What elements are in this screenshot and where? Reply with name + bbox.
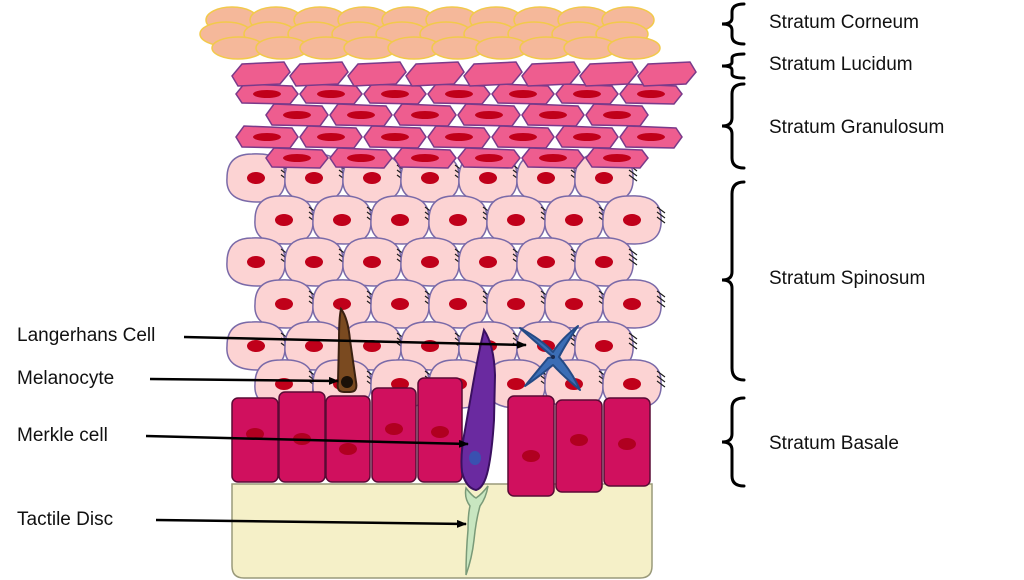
spinous-cell	[226, 321, 290, 371]
corneum-scale	[607, 36, 661, 60]
spinous-cell	[254, 195, 318, 245]
spinous-cell	[458, 237, 522, 287]
label-stratum-lucidum: Stratum Lucidum	[769, 54, 913, 75]
granular-cell	[393, 147, 457, 169]
lucidum-cell	[521, 61, 581, 87]
basal-cell	[507, 395, 555, 497]
basal-cell	[417, 377, 463, 483]
spinous-cell	[486, 279, 550, 329]
spinous-cell	[400, 237, 464, 287]
granular-cell	[457, 103, 521, 127]
granular-cell	[329, 103, 393, 127]
spinous-cell	[486, 195, 550, 245]
lucidum-cell	[579, 61, 639, 87]
granular-cell	[457, 147, 521, 169]
basal-cell	[278, 391, 326, 483]
granular-cell	[265, 103, 329, 127]
spinous-cell	[602, 279, 666, 329]
basal-cell	[555, 399, 603, 493]
melanocyte-shape	[336, 306, 358, 393]
granular-cell	[585, 147, 649, 169]
granular-cell	[555, 125, 619, 149]
merkle-cell-shape	[460, 327, 497, 492]
label-stratum-corneum: Stratum Corneum	[769, 12, 919, 33]
granular-cell	[521, 147, 585, 169]
label-stratum-granulosum: Stratum Granulosum	[769, 117, 945, 138]
granular-cell	[299, 83, 363, 105]
granular-cell	[427, 125, 491, 149]
granular-cell	[619, 83, 683, 105]
arrow-merkle	[145, 434, 469, 448]
spinous-cell	[254, 279, 318, 329]
spinous-cell	[226, 237, 290, 287]
spinosum-cells	[226, 153, 666, 409]
lucidum-cell	[289, 61, 349, 87]
granular-cell	[521, 103, 585, 127]
granular-cell	[585, 103, 649, 127]
basal-cell	[371, 387, 417, 483]
spinous-cell	[342, 237, 406, 287]
basal-cell	[325, 395, 371, 483]
lucidum-cell	[231, 61, 291, 87]
pointer-arrows	[145, 335, 527, 528]
granular-cell	[299, 125, 363, 149]
bracket-spinosum	[721, 180, 746, 382]
spinous-cell	[602, 359, 666, 409]
granulosum-cells	[231, 61, 697, 169]
spinous-cell	[370, 195, 434, 245]
granular-cell	[235, 125, 299, 149]
corneum-cells	[199, 6, 661, 60]
granular-cell	[491, 125, 555, 149]
spinous-cell	[370, 279, 434, 329]
spinous-cell	[544, 279, 608, 329]
granular-cell	[555, 83, 619, 105]
spinous-cell	[312, 195, 376, 245]
label-merkle-cell: Merkle cell	[17, 425, 108, 446]
bracket-basale	[721, 396, 746, 488]
dermis-layer	[231, 483, 653, 579]
arrow-langerhans	[183, 335, 527, 349]
granular-cell	[329, 147, 393, 169]
basal-cell	[603, 397, 651, 487]
granular-cell	[235, 83, 299, 105]
granular-cell	[491, 83, 555, 105]
granular-cell	[363, 83, 427, 105]
label-stratum-spinosum: Stratum Spinosum	[769, 268, 926, 289]
lucidum-cell	[637, 61, 697, 87]
granular-cell	[427, 83, 491, 105]
spinous-cell	[574, 237, 638, 287]
lucidum-cell	[463, 61, 523, 87]
granular-cell	[363, 125, 427, 149]
bracket-corneum	[721, 2, 746, 46]
spinous-cell	[602, 195, 666, 245]
lucidum-cell	[347, 61, 407, 87]
granular-cell	[393, 103, 457, 127]
lucidum-cell	[405, 61, 465, 87]
label-melanocyte: Melanocyte	[17, 368, 115, 389]
spinous-cell	[284, 237, 348, 287]
bracket-granulosum	[721, 82, 746, 170]
arrow-tactile	[155, 518, 467, 528]
label-stratum-basale: Stratum Basale	[769, 433, 899, 454]
spinous-cell	[516, 237, 580, 287]
spinous-cell	[428, 279, 492, 329]
tactile-disc-shape	[464, 485, 489, 576]
bracket-lucidum	[721, 52, 746, 80]
spinous-cell	[428, 195, 492, 245]
spinous-cell	[544, 195, 608, 245]
langerhans-cell-shape	[519, 325, 581, 391]
label-tactile-disc: Tactile Disc	[17, 509, 114, 530]
arrow-melanocyte	[149, 376, 339, 385]
granular-cell	[619, 125, 683, 149]
label-langerhans-cell: Langerhans Cell	[17, 325, 156, 346]
granular-cell	[265, 147, 329, 169]
layer-brackets	[721, 2, 746, 488]
